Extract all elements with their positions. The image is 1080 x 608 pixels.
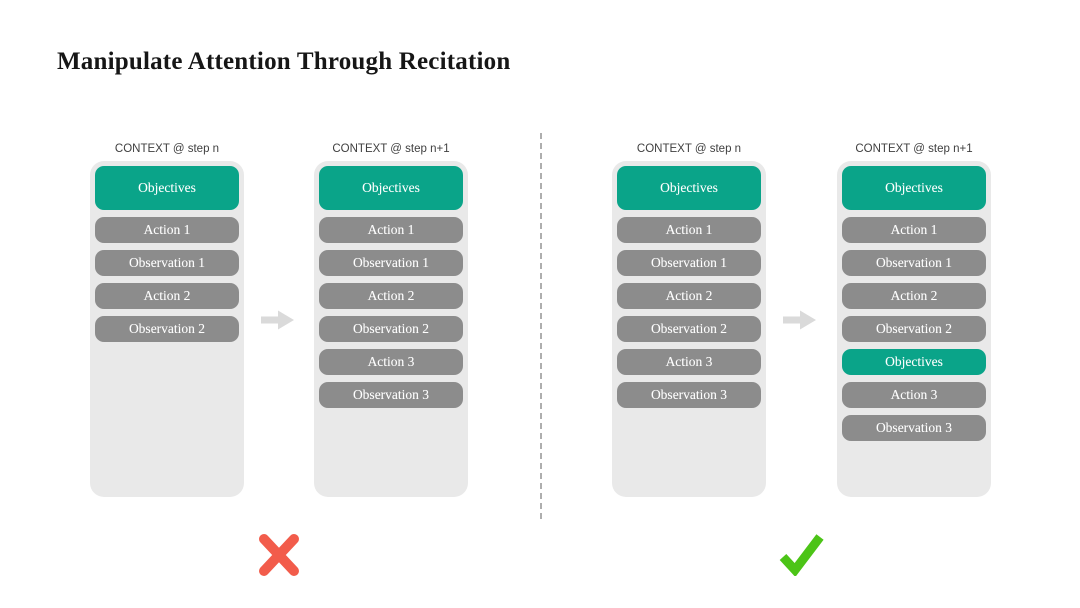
context-pill-observation-1: Observation 1 <box>842 250 986 276</box>
dashed-divider <box>540 133 542 519</box>
context-pill-objectives: Objectives <box>842 349 986 375</box>
context-pill-action-2: Action 2 <box>319 283 463 309</box>
context-pill-action-2: Action 2 <box>842 283 986 309</box>
context-pill-observation-2: Observation 2 <box>319 316 463 342</box>
context-pill-action-3: Action 3 <box>842 382 986 408</box>
arrow-right-icon <box>261 310 294 330</box>
context-pill-action-2: Action 2 <box>95 283 239 309</box>
check-icon <box>779 534 824 576</box>
context-pill-observation-2: Observation 2 <box>617 316 761 342</box>
context-column-header: CONTEXT @ step n+1 <box>332 143 450 155</box>
context-pill-observation-3: Observation 3 <box>842 415 986 441</box>
context-pill-observation-1: Observation 1 <box>319 250 463 276</box>
page-title: Manipulate Attention Through Recitation <box>57 48 511 75</box>
context-pill-objectives: Objectives <box>95 166 239 210</box>
context-pill-action-3: Action 3 <box>617 349 761 375</box>
context-pill-action-1: Action 1 <box>842 217 986 243</box>
context-column-header: CONTEXT @ step n <box>114 143 220 155</box>
context-pill-action-2: Action 2 <box>617 283 761 309</box>
context-pill-observation-2: Observation 2 <box>95 316 239 342</box>
context-pill-objectives: Objectives <box>842 166 986 210</box>
context-column-header: CONTEXT @ step n+1 <box>855 143 973 155</box>
context-pill-objectives: Objectives <box>319 166 463 210</box>
context-pill-objectives: Objectives <box>617 166 761 210</box>
context-pill-action-1: Action 1 <box>319 217 463 243</box>
context-pill-observation-1: Observation 1 <box>95 250 239 276</box>
context-pill-action-3: Action 3 <box>319 349 463 375</box>
context-pill-action-1: Action 1 <box>95 217 239 243</box>
context-pill-observation-2: Observation 2 <box>842 316 986 342</box>
context-pill-observation-1: Observation 1 <box>617 250 761 276</box>
arrow-right-icon <box>783 310 816 330</box>
cross-icon <box>259 534 299 576</box>
context-pill-action-1: Action 1 <box>617 217 761 243</box>
context-column-header: CONTEXT @ step n <box>636 143 742 155</box>
context-pill-observation-3: Observation 3 <box>319 382 463 408</box>
context-pill-observation-3: Observation 3 <box>617 382 761 408</box>
